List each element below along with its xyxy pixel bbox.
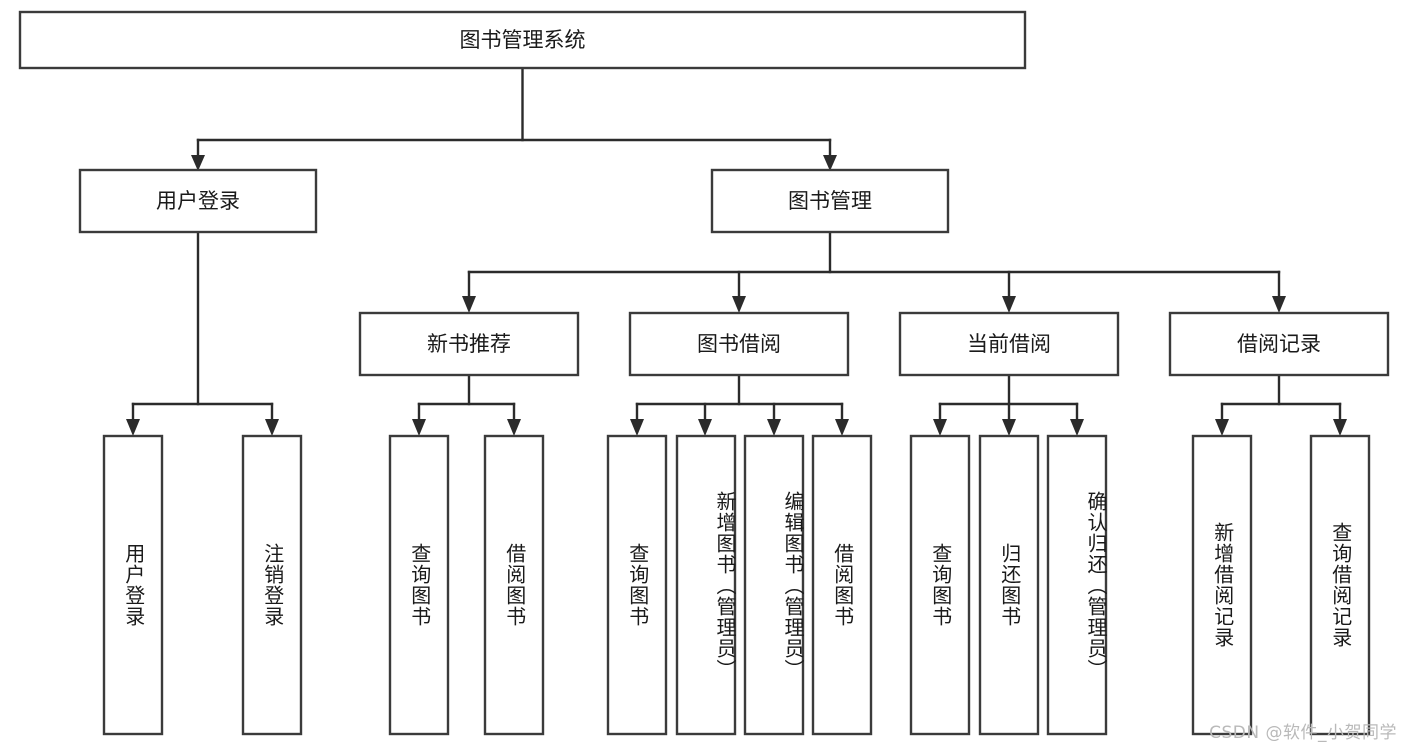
node-borrow-record-box[interactable]	[1168, 311, 1390, 377]
node-root-label: 图书管理系统	[460, 28, 586, 52]
leaf-box-query-book-3[interactable]	[909, 434, 971, 736]
leaf-box-borrow-book-1[interactable]	[483, 434, 545, 736]
node-current-borrow[interactable]: 当前借阅	[898, 311, 1120, 377]
arrow-head-current-borrow	[1002, 296, 1016, 313]
node-new-book-rec[interactable]: 新书推荐	[358, 311, 580, 377]
node-user-login-label: 用户登录	[156, 189, 240, 213]
arrow-head-leaf-confirm-return	[1070, 419, 1084, 436]
leaf-box-query-record[interactable]	[1309, 434, 1371, 736]
node-borrow-record[interactable]: 借阅记录	[1168, 311, 1390, 377]
leaf-box-add-book[interactable]	[675, 434, 737, 736]
node-new-book-rec-label: 新书推荐	[427, 332, 511, 356]
node-book-borrow-box[interactable]	[628, 311, 850, 377]
arrow-head-borrow-record	[1272, 296, 1286, 313]
leaf-box-user-login[interactable]	[102, 434, 164, 736]
arrow-head-leaf-query-book-2	[630, 419, 644, 436]
leaf-box-confirm-return[interactable]	[1046, 434, 1108, 736]
csdn-watermark: CSDN @软件_小贺同学	[1209, 723, 1397, 743]
node-book-manage-box[interactable]	[710, 168, 950, 234]
leaf-box-group	[102, 434, 1371, 736]
arrow-head-leaf-query-record	[1333, 419, 1347, 436]
node-root-box[interactable]	[18, 10, 1027, 70]
node-current-borrow-label: 当前借阅	[967, 332, 1051, 356]
leaf-box-return-book[interactable]	[978, 434, 1040, 736]
node-user-login-box[interactable]	[78, 168, 318, 234]
arrow-head-leaf-add-book	[698, 419, 712, 436]
arrow-head-leaf-logout-login	[265, 419, 279, 436]
node-borrow-record-label: 借阅记录	[1237, 332, 1321, 356]
leaf-box-logout-login[interactable]	[241, 434, 303, 736]
leaf-box-query-book-2[interactable]	[606, 434, 668, 736]
arrow-head-leaf-query-book-3	[933, 419, 947, 436]
node-book-manage-label: 图书管理	[788, 189, 872, 213]
node-new-book-rec-box[interactable]	[358, 311, 580, 377]
arrow-head-book-manage	[823, 155, 837, 171]
arrow-head-book-borrow	[732, 296, 746, 313]
node-current-borrow-box[interactable]	[898, 311, 1120, 377]
arrow-head-leaf-query-book-1	[412, 419, 426, 436]
arrow-head-user-login	[191, 155, 205, 171]
leaf-box-query-book-1[interactable]	[388, 434, 450, 736]
node-book-borrow-label: 图书借阅	[697, 332, 781, 356]
arrow-head-leaf-user-login	[126, 419, 140, 436]
leaf-box-borrow-book-2[interactable]	[811, 434, 873, 736]
node-root[interactable]: 图书管理系统	[18, 10, 1027, 70]
arrow-head-leaf-borrow-book-1	[507, 419, 521, 436]
arrow-head-new-book-rec	[462, 296, 476, 313]
arrow-head-leaf-add-record	[1215, 419, 1229, 436]
node-book-borrow[interactable]: 图书借阅	[628, 311, 850, 377]
arrow-head-leaf-borrow-book-2	[835, 419, 849, 436]
connector-group	[126, 66, 1347, 436]
leaf-box-edit-book[interactable]	[743, 434, 805, 736]
node-user-login[interactable]: 用户登录	[78, 168, 318, 234]
arrow-head-leaf-return-book	[1002, 419, 1016, 436]
arrow-head-leaf-edit-book	[767, 419, 781, 436]
leaf-box-add-record[interactable]	[1191, 434, 1253, 736]
node-book-manage[interactable]: 图书管理	[710, 168, 950, 234]
